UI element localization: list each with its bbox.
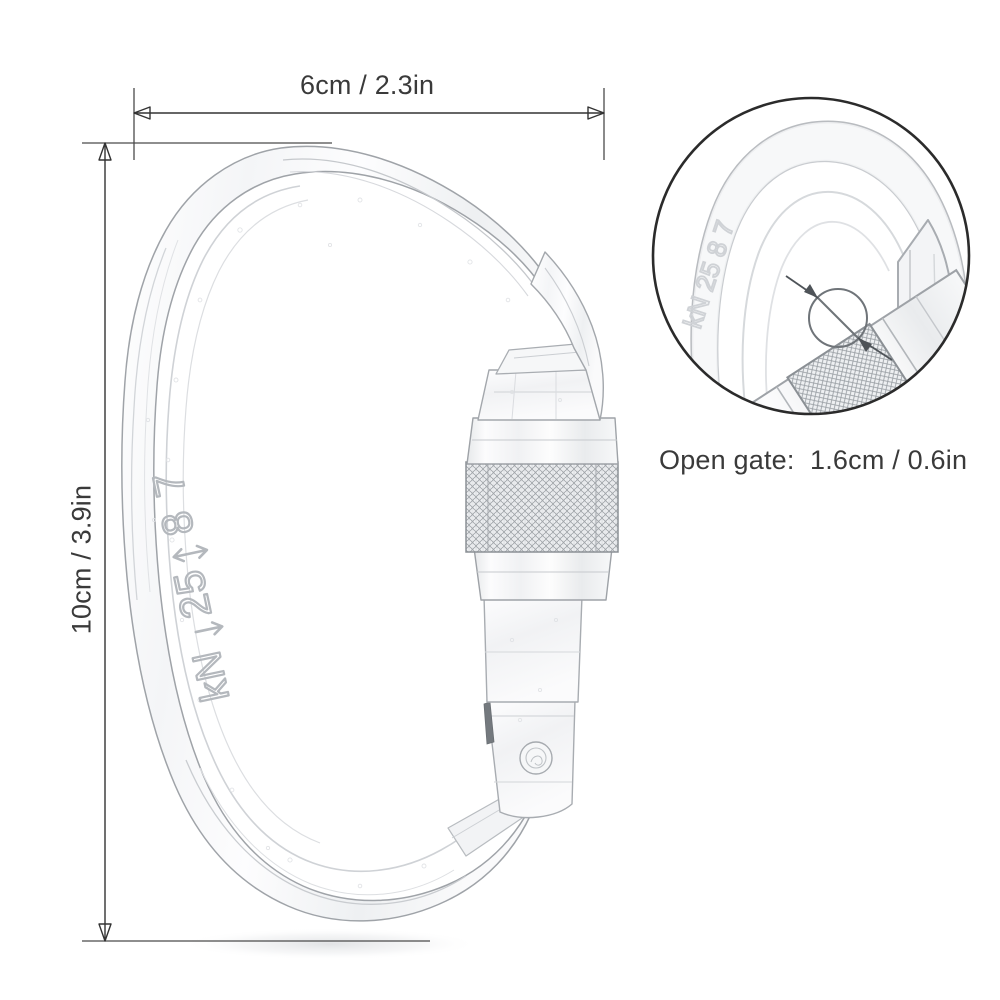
top-dim-arrow-left [133, 106, 151, 120]
gate-top-block-line2 [511, 370, 517, 420]
gate-gap-arrow-head-upper [804, 284, 818, 298]
inset-collar-line1 [776, 386, 817, 414]
lock-sleeve-knurl [465, 461, 619, 553]
body-bottom-crease [185, 759, 467, 905]
body-inner-edge [165, 185, 509, 872]
gate-nose-line [513, 351, 581, 359]
open-gate-dimension-label: Open gate: 1.6cm / 0.6in [659, 445, 968, 475]
inset-body-arc-inner3 [765, 221, 890, 414]
body-nose-line [544, 267, 590, 367]
top-dim-arrow-right [587, 106, 605, 120]
gate-gap-circle [808, 288, 868, 348]
carabiner-body [121, 145, 552, 922]
body-left-shade-2 [144, 239, 179, 593]
height-dimension-label: 10cm / 3.9in [66, 484, 97, 635]
body-inner-edge-2 [182, 199, 321, 844]
body-top-crease [282, 158, 540, 293]
svg-text:25: 25 [164, 565, 220, 622]
body-left-shade-1 [130, 247, 167, 601]
body-top-crease-2 [289, 170, 529, 297]
inset-circle-border [651, 96, 971, 416]
gate-hinge-pin-spiral [530, 755, 543, 766]
side-dim-arrow-top [98, 142, 112, 161]
carabiner-shadow [180, 928, 480, 960]
gate-gap-arrow-head-lower [858, 338, 872, 352]
side-dim-arrow-bottom [98, 923, 112, 942]
inset-collar-line2 [881, 317, 923, 379]
width-dimension-label: 6cm / 2.3in [300, 70, 435, 100]
body-texture-speckles [145, 197, 562, 889]
gate-gap-diagonal [817, 297, 859, 339]
gate-hinge-pin-inner [525, 747, 547, 769]
body-nose-tip [530, 251, 604, 421]
gate-hinge-pin [519, 741, 553, 775]
body-bottom-crease-2 [199, 767, 455, 896]
